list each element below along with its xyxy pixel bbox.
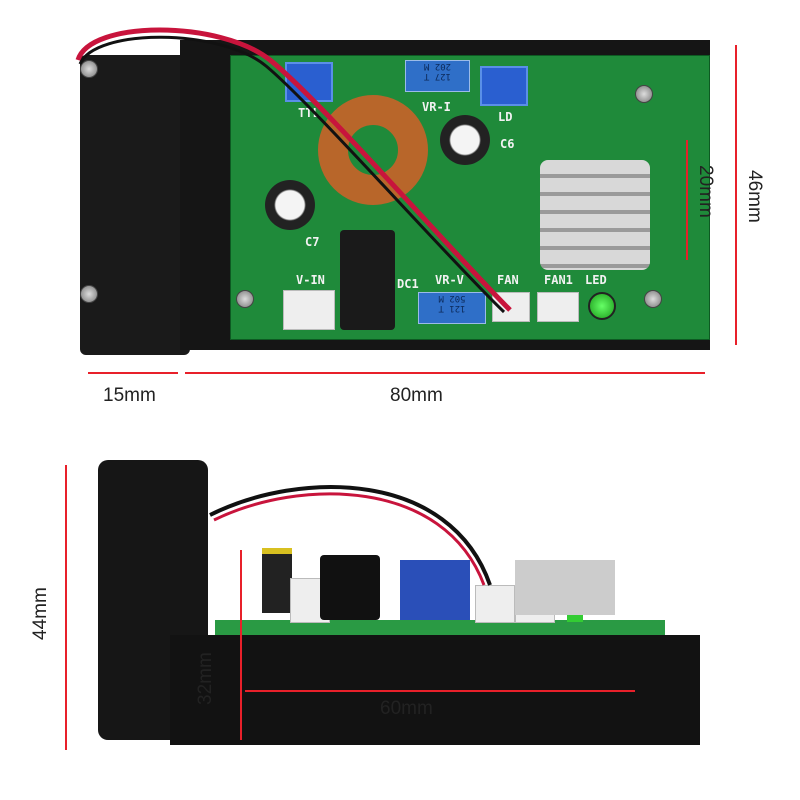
- fan-top: [80, 55, 190, 355]
- label-v-in: V-IN: [296, 273, 325, 287]
- screw: [635, 85, 653, 103]
- dim-15mm-line: [88, 372, 178, 374]
- dim-80mm-line: [185, 372, 705, 374]
- capacitor-c7: [265, 180, 315, 230]
- label-c6: C6: [500, 137, 515, 151]
- label-dc1: DC1: [397, 277, 419, 291]
- screw: [236, 290, 254, 308]
- screw: [644, 290, 662, 308]
- green-led: [588, 292, 616, 320]
- dim-44mm: 44mm: [30, 587, 51, 640]
- screw: [80, 60, 98, 78]
- dim-20mm-line: [686, 140, 688, 260]
- connector-side: [475, 585, 515, 623]
- capacitor-c6: [440, 115, 490, 165]
- dim-32mm: 32mm: [195, 652, 216, 705]
- label-c7: C7: [305, 235, 320, 249]
- pcb-side: [215, 620, 665, 635]
- heatsink-small: [540, 160, 650, 270]
- dim-80mm: 80mm: [390, 385, 443, 406]
- label-led: LED: [585, 273, 607, 287]
- label-fan: FAN: [497, 273, 519, 287]
- fan1-connector: [537, 292, 579, 322]
- dc-jack: [340, 230, 395, 330]
- dim-60mm-line: [245, 690, 635, 692]
- capacitor-side: [262, 548, 292, 613]
- dim-32mm-line: [240, 550, 242, 740]
- screw: [80, 285, 98, 303]
- dim-60mm: 60mm: [380, 698, 433, 719]
- label-ttl: TTL: [298, 106, 320, 120]
- label-fan1: FAN1: [544, 273, 573, 287]
- dim-15mm: 15mm: [103, 385, 156, 406]
- dim-46mm-line: [735, 45, 737, 345]
- heatsink-small-side: [515, 560, 615, 615]
- label-vr-i: VR-I: [422, 100, 451, 114]
- pot-side: [400, 560, 470, 620]
- label-vr-v: VR-V: [435, 273, 464, 287]
- v-in-connector: [283, 290, 335, 330]
- label-ld: LD: [498, 110, 513, 124]
- dc-jack-side: [320, 555, 380, 620]
- ld-connector: [480, 66, 528, 106]
- dim-44mm-line: [65, 465, 67, 750]
